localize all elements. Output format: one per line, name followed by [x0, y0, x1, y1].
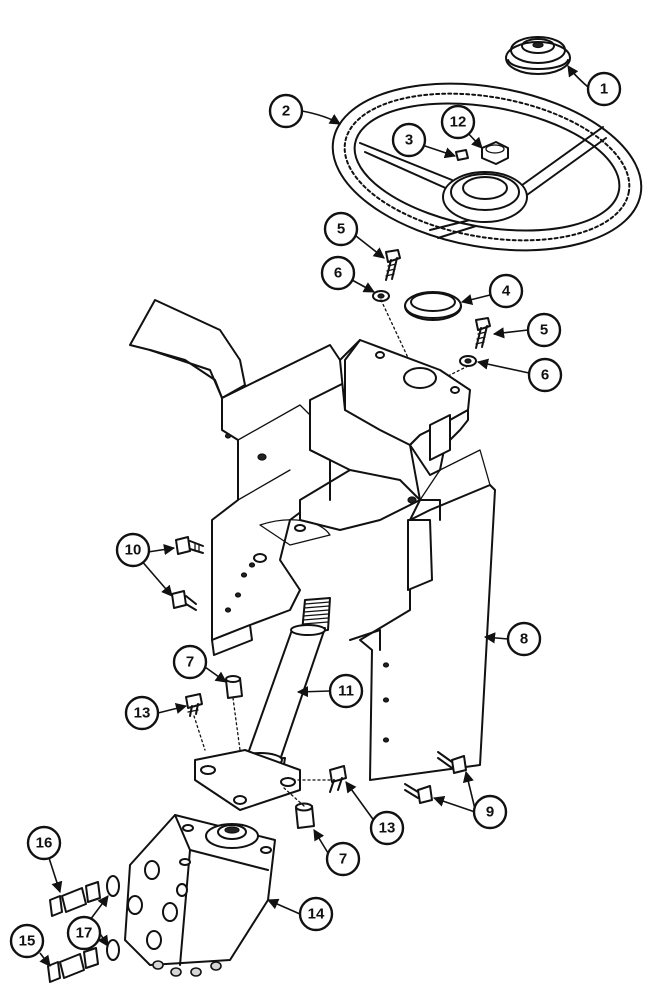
callout-label: 4 [502, 283, 511, 300]
callout-5-right: 5 [526, 312, 562, 348]
woodruff-key [455, 149, 469, 161]
callout-8: 8 [506, 621, 542, 657]
callout-label: 13 [134, 705, 151, 722]
callout-label: 10 [125, 542, 142, 559]
o-ring-17-lower [106, 939, 120, 961]
callout-label: 11 [338, 683, 354, 700]
callout-13-right: 13 [369, 810, 405, 846]
callout-9: 9 [472, 794, 508, 830]
callout-17: 17 [66, 915, 102, 951]
bolt-10-upper [175, 536, 204, 555]
bolt-13-right [329, 765, 347, 793]
callout-1: 1 [586, 71, 622, 107]
callout-label: 16 [36, 835, 53, 852]
callout-label: 6 [334, 265, 342, 282]
callout-label: 17 [76, 925, 93, 942]
o-ring-17-upper [106, 875, 120, 897]
horn-cap [505, 36, 571, 75]
callout-label: 7 [339, 851, 347, 868]
column-boot [404, 291, 462, 321]
callout-7-lower: 7 [325, 841, 361, 877]
bolt-10-lower [171, 590, 197, 611]
column-support-bracket [129, 299, 496, 781]
callout-label: 2 [282, 103, 290, 120]
callout-15: 15 [9, 923, 45, 959]
washer-6-right [459, 355, 477, 367]
bolt-13-left [185, 693, 203, 717]
callout-12: 12 [440, 104, 476, 140]
bolt-5-left [385, 249, 401, 281]
callout-label: 14 [308, 906, 325, 923]
steering-control-unit [124, 814, 276, 977]
bolt-5-right [475, 317, 491, 349]
callout-6-right: 6 [527, 357, 563, 393]
callout-label: 8 [520, 631, 528, 648]
callout-label: 13 [379, 820, 396, 837]
callout-3: 3 [391, 122, 427, 158]
callout-label: 15 [19, 933, 36, 950]
callout-label: 5 [337, 221, 345, 238]
fitting-15 [47, 947, 99, 983]
callout-label: 9 [486, 804, 494, 821]
callout-label: 5 [540, 322, 548, 339]
callout-label: 6 [541, 367, 549, 384]
callout-14: 14 [298, 896, 334, 932]
callout-4: 4 [488, 273, 524, 309]
callout-label: 3 [405, 132, 413, 149]
steering-wheel [331, 82, 643, 252]
callout-label: 1 [600, 81, 608, 98]
callout-7-upper: 7 [172, 644, 208, 680]
spacer-7-lower [295, 802, 315, 829]
spacer-7-upper [225, 675, 243, 699]
bolt-9-lower [404, 783, 433, 804]
callout-11: 11 [328, 673, 364, 709]
fitting-16 [49, 881, 101, 917]
callout-16: 16 [26, 825, 62, 861]
callout-label: 12 [450, 114, 467, 131]
callout-6-left: 6 [320, 255, 356, 291]
callout-10: 10 [115, 532, 151, 568]
callout-2: 2 [268, 93, 304, 129]
leader-lines [39, 65, 589, 967]
bolt-9-upper [437, 751, 467, 774]
steering-column-shaft [194, 597, 331, 811]
callout-label: 7 [186, 654, 194, 671]
steering-nut [481, 141, 509, 165]
callout-5-left: 5 [323, 211, 359, 247]
callout-13-left: 13 [124, 695, 160, 731]
